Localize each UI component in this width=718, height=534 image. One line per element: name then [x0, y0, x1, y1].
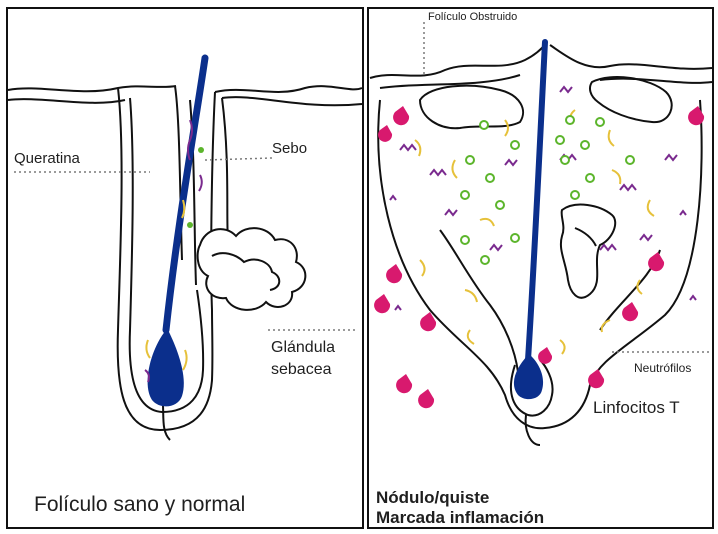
label-linfocitos-t: Linfocitos T: [593, 398, 680, 417]
label-glandula: Glándula: [271, 339, 335, 356]
left-panel-frame: [7, 8, 363, 528]
label-sebo: Sebo: [272, 140, 307, 157]
label-sebacea: sebacea: [271, 361, 332, 378]
label-foliculo-obstruido: Folículo Obstruido: [428, 11, 517, 23]
caption-healthy-follicle: Folículo sano y normal: [34, 493, 245, 516]
caption-nodule-cyst: Nódulo/quiste: [376, 488, 489, 507]
label-neutrofilos: Neutrófilos: [634, 361, 691, 375]
caption-marked-inflammation: Marcada inflamación: [376, 508, 544, 527]
label-queratina: Queratina: [14, 150, 81, 167]
